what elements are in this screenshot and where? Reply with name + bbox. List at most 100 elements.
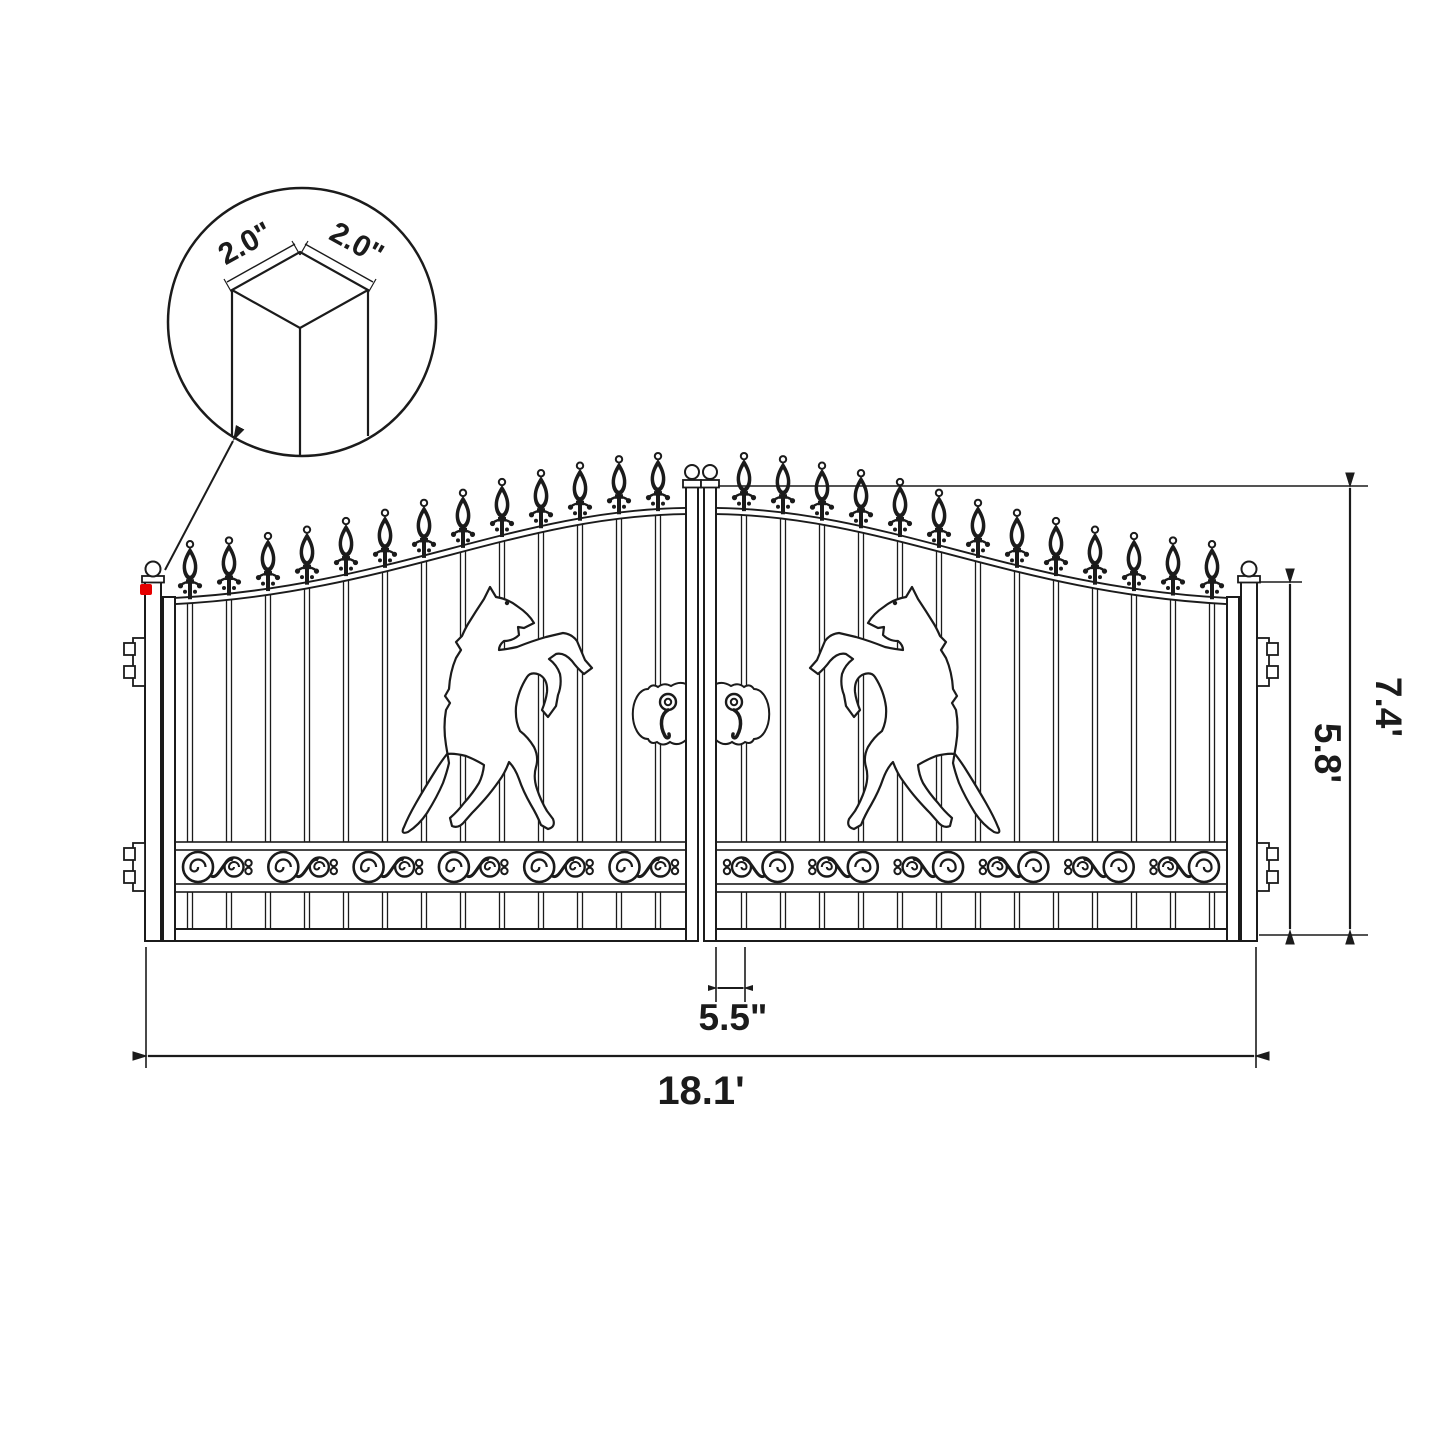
finial-spear-icon [371,508,399,570]
gate-bar [342,891,350,930]
post-ball-finial [144,560,162,578]
finial-spear-icon [925,488,953,550]
gate-bar [303,586,311,843]
gate-bar [1052,577,1060,843]
callout-circle [166,186,438,458]
gate-bar [935,891,943,930]
gate-bar [381,891,389,930]
gate-bar [186,891,194,930]
hanging-stile [1226,596,1240,942]
gate-bar [576,522,584,843]
finial-spear-icon [1042,516,1070,578]
gate-bar [654,891,662,930]
gate-bar [1013,891,1021,930]
scrollwork-unit [722,850,794,884]
gate-bar [342,577,350,843]
gate-leaf-right [700,451,1240,942]
finial-spear-icon [332,516,360,578]
band-rail-bottom [162,883,699,893]
overall-height-label: 7.4' [1368,677,1409,737]
center-gap-label: 5.5" [699,997,768,1038]
gate-post-left [123,560,165,942]
gate-bar [779,515,787,843]
scrollwork-unit [437,850,510,884]
finial-spear-icon [1003,508,1031,570]
gate-bar [1169,891,1177,930]
finial-spear-icon [886,477,914,539]
gate-bar [264,891,272,930]
gate-bar [857,891,865,930]
finial-spear-icon [644,451,672,513]
band-rail-top [703,841,1240,851]
meeting-stile [703,486,717,942]
scrollwork-unit [1063,850,1136,884]
gate-leaf-left [700,451,1240,942]
latch-plate [714,681,771,747]
scrollwork-unit [807,850,880,884]
hinge [123,842,146,892]
post-width-label-left: 2.0" [213,216,278,272]
finial-spear-icon [293,525,321,586]
scrollwork-unit [978,850,1050,884]
hanging-stile [162,596,176,942]
gate-bar [779,891,787,930]
finial-spear-icon [1081,525,1109,586]
gate-bar [264,592,272,843]
gate-bar [974,891,982,930]
finial-spear-icon [847,468,875,530]
finial-spear-icon [566,461,594,522]
gate-bar [740,891,748,930]
gate-bar [459,891,467,930]
gate-bar [1052,891,1060,930]
gate-post-right [1237,560,1279,942]
gate-bar [1208,891,1216,930]
horse-silhouette [808,585,1001,834]
finial-spear-icon [964,498,992,560]
gate-bar [615,515,623,843]
stile-cap [682,479,702,489]
scrollwork-unit [266,850,339,884]
scrollwork-unit [522,850,595,884]
band-rail-top [162,841,699,851]
gate-bar [225,891,233,930]
scrollwork-band [181,850,680,884]
finial-spear-icon [410,498,438,560]
gate-bar [381,569,389,843]
post-width-label-right: 2.0" [324,216,389,272]
finial-spear-icon [488,477,516,539]
scrollwork-unit [181,850,254,884]
gate-bar [186,600,194,843]
gate-bar [1208,600,1216,843]
scrollwork-band [722,850,1221,884]
finial-spear-icon [176,539,204,601]
dimension-annotations: 18.1' 5.5" 7.4' 5.8' [132,472,1409,1113]
bottom-rail [162,928,699,942]
gate-bar [1091,891,1099,930]
finial-spear-icon [215,536,243,597]
gate-bar [818,891,826,930]
gate-bar [498,891,506,930]
gate-bar [1169,596,1177,843]
gate-bar [1130,891,1138,930]
scrollwork-unit [608,850,680,884]
bottom-rail [703,928,1240,942]
gate-bar [740,512,748,843]
dimension-ticks [226,243,374,283]
gate-bar [420,891,428,930]
gate-bar [654,512,662,843]
latch-plate [631,681,688,747]
meeting-stile [685,486,699,942]
gate-bar [576,891,584,930]
finial-spear-icon [1120,531,1148,593]
finial-spear-icon [449,488,477,550]
gate-bar [1130,592,1138,843]
band-rail-bottom [703,883,1240,893]
finial-spear-icon [1159,536,1187,597]
gate-leaf-left [162,451,702,942]
gate-bar [225,596,233,843]
post-detail-callout: 2.0" 2.0" [164,186,438,571]
gate-bar [1013,569,1021,843]
gate-bar [896,891,904,930]
